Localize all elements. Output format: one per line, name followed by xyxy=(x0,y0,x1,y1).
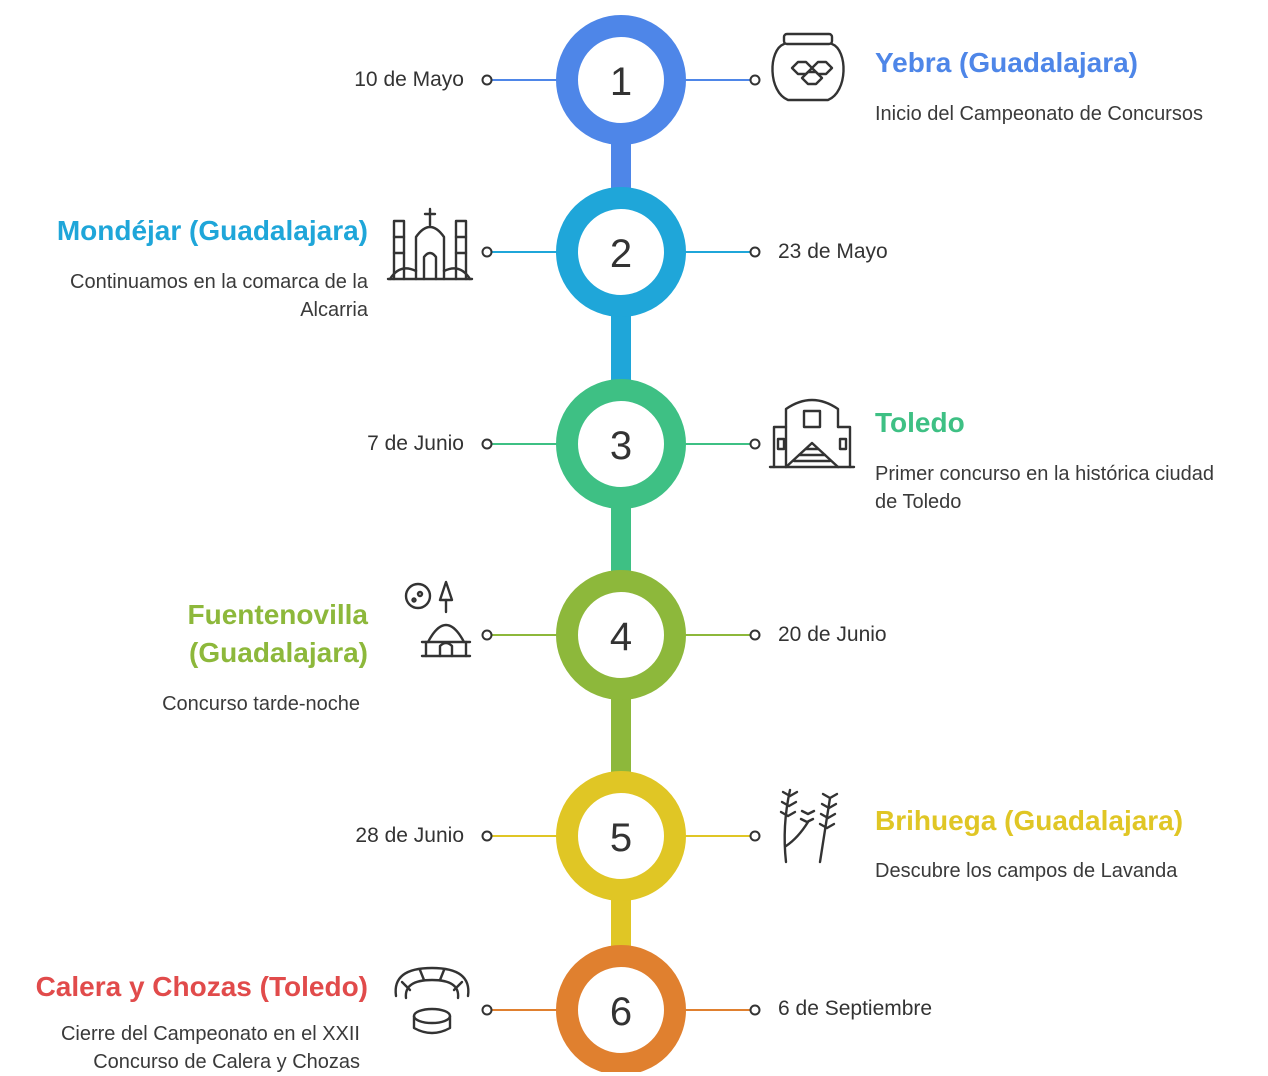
event-1-left-dot xyxy=(481,74,493,86)
cathedral-icon xyxy=(768,398,856,469)
event-1-date: 10 de Mayo xyxy=(354,68,464,91)
event-6-title: Calera y Chozas (Toledo) xyxy=(35,971,368,1002)
event-6-description: Cierre del Campeonato en el XXII Concurs… xyxy=(60,1023,360,1073)
event-4-left-dot xyxy=(481,629,493,641)
event-5-title: Brihuega (Guadalajara) xyxy=(875,805,1184,836)
step-number-5: 5 xyxy=(610,816,632,860)
event-1-description: Inicio del Campeonato de Concursos xyxy=(875,103,1203,125)
church-ruins-icon xyxy=(386,207,474,281)
timeline-connector-3 xyxy=(611,506,631,573)
moon-chapel-icon xyxy=(404,580,472,658)
step-number-4: 4 xyxy=(610,615,632,659)
bullring-icon xyxy=(394,966,470,1035)
step-number-3: 3 xyxy=(610,424,632,468)
event-6-right-dot xyxy=(749,1004,761,1016)
step-circle-6: 6 xyxy=(556,945,686,1072)
timeline-connector-5 xyxy=(611,898,631,948)
event-3-left-dot xyxy=(481,438,493,450)
honeycomb-jar-icon xyxy=(771,32,845,102)
event-4-title: Fuentenovilla (Guadalajara) xyxy=(187,599,368,668)
event-2-date: 23 de Mayo xyxy=(778,240,888,263)
timeline-connector-4 xyxy=(611,697,631,774)
step-circle-4: 4 xyxy=(556,570,686,700)
event-5-date: 28 de Junio xyxy=(355,824,464,847)
step-circle-2: 2 xyxy=(556,187,686,317)
step-circle-5: 5 xyxy=(556,771,686,901)
event-4-description: Concurso tarde-noche xyxy=(162,693,360,715)
event-3-title: Toledo xyxy=(875,407,965,438)
event-1-title: Yebra (Guadalajara) xyxy=(875,47,1139,78)
event-2-title: Mondéjar (Guadalajara) xyxy=(56,215,368,246)
timeline-connector-1 xyxy=(611,142,631,190)
event-4-date: 20 de Junio xyxy=(778,623,887,646)
step-number-6: 6 xyxy=(610,990,632,1034)
event-5-right-dot xyxy=(749,830,761,842)
event-3-date: 7 de Junio xyxy=(367,432,464,455)
event-3-right-dot xyxy=(749,438,761,450)
step-circle-3: 3 xyxy=(556,379,686,509)
timeline-connector-2 xyxy=(611,314,631,382)
event-6-date: 6 de Septiembre xyxy=(778,997,933,1020)
event-2-description: Continuamos en la comarca de la Alcarria xyxy=(70,271,368,321)
event-4-right-dot xyxy=(749,629,761,641)
event-2-left-dot xyxy=(481,246,493,258)
event-3-description: Primer concurso en la histórica ciudad d… xyxy=(875,463,1215,513)
event-6-left-dot xyxy=(481,1004,493,1016)
event-5-left-dot xyxy=(481,830,493,842)
step-number-2: 2 xyxy=(610,232,632,276)
step-circle-1: 1 xyxy=(556,15,686,145)
event-5-description: Descubre los campos de Lavanda xyxy=(875,860,1178,882)
event-2-right-dot xyxy=(749,246,761,258)
lavender-icon xyxy=(779,788,839,864)
step-number-1: 1 xyxy=(610,60,632,104)
event-1-right-dot xyxy=(749,74,761,86)
